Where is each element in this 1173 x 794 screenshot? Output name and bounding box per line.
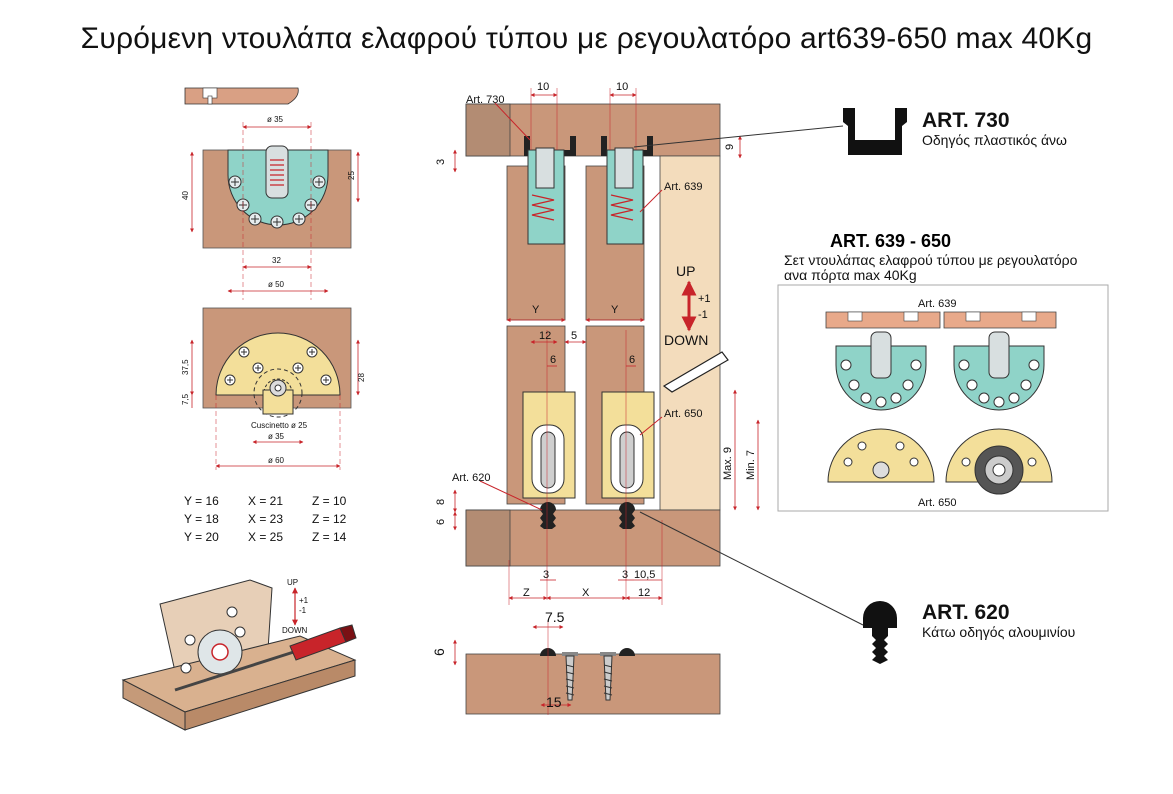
dim-y2: Y: [611, 304, 619, 316]
art620-desc: Κάτω οδηγός αλουμινίου: [922, 624, 1075, 640]
dim-6a: 6: [550, 354, 556, 366]
dim-3b: 3: [622, 569, 628, 581]
table-cell: X = 21: [248, 494, 283, 508]
dim-5: 5: [571, 330, 577, 342]
dim-z: Z: [523, 587, 530, 599]
dim-28: 28: [357, 373, 366, 382]
table-cell: Z = 12: [312, 512, 347, 526]
plus-label: +1: [698, 293, 711, 305]
art639-650-desc1: Σετ ντουλάπας ελαφρού τύπου με ρεγουλατό…: [784, 252, 1078, 268]
adjust-minus-label: -1: [299, 606, 307, 615]
art620-label: ART. 620: [922, 601, 1010, 624]
table-cell: Y = 20: [184, 530, 219, 544]
table-cell: Z = 10: [312, 494, 347, 508]
dim-top-10a: 10: [537, 81, 549, 93]
top-plate-drawing: ø 35 40 25 32 ø 50: [181, 87, 360, 300]
dim-7-5: 7,5: [181, 393, 190, 405]
dim-top-10b: 10: [616, 81, 628, 93]
dim-37-5: 37,5: [181, 359, 190, 375]
art650-tag: Art. 650: [664, 408, 703, 420]
table-cell: Z = 14: [312, 530, 347, 544]
dim-bearing: Cuscinetto ø 25: [251, 421, 308, 430]
dim-x: X: [582, 587, 590, 599]
art639-650-label: ART. 639 - 650: [830, 231, 951, 251]
adjust-up-label: UP: [287, 578, 298, 587]
dim-d60: ø 60: [268, 456, 285, 465]
dim-6d: 6: [431, 648, 447, 656]
art639-650-desc2: ανα πόρτα max 40Kg: [784, 267, 917, 283]
up-label: UP: [676, 263, 695, 279]
art730-tag: Art. 730: [466, 94, 505, 106]
adjust-plus-label: +1: [299, 596, 309, 605]
dim-25: 25: [347, 171, 356, 180]
dim-40: 40: [181, 191, 190, 200]
min7-label: Min. 7: [745, 450, 757, 480]
dim-3a: 3: [543, 569, 549, 581]
dim-y1: Y: [532, 304, 540, 316]
dimension-table: Y = 16 X = 21 Z = 10 Y = 18 X = 23 Z = 1…: [184, 494, 347, 544]
max9-label: Max. 9: [722, 447, 734, 480]
box-art650-tag: Art. 650: [918, 497, 957, 509]
minus-label: -1: [698, 309, 708, 321]
dim-15: 15: [546, 694, 562, 710]
art620-tag: Art. 620: [452, 472, 491, 484]
art730-label: ART. 730: [922, 109, 1010, 132]
dim-10-5: 10,5: [634, 569, 655, 581]
dim-6b: 6: [629, 354, 635, 366]
box-art639-tag: Art. 639: [918, 298, 957, 310]
dim-d35: ø 35: [267, 115, 284, 124]
down-label: DOWN: [664, 332, 708, 348]
dim-32: 32: [272, 256, 281, 265]
page-title: Συρόμενη ντουλάπα ελαφρού τύπου με ρεγου…: [80, 22, 1093, 55]
adjustment-illustration: UP +1 -1 DOWN: [121, 578, 357, 731]
art639-tag: Art. 639: [664, 181, 703, 193]
table-cell: X = 25: [248, 530, 283, 544]
section-drawing: 10 10 Art. 730 Art. 639 Art. 650 Art. 62…: [435, 81, 760, 605]
dim-3: 3: [435, 159, 447, 165]
dim-12: 12: [539, 330, 551, 342]
dim-9: 9: [724, 144, 736, 150]
art730-callout: ART. 730 Οδηγός πλαστικός άνω: [633, 108, 1067, 155]
dim-d35b: ø 35: [268, 432, 285, 441]
bottom-plate-drawing: 37,5 7,5 28 Cuscinetto ø 25 ø 35 ø 60: [181, 307, 366, 470]
table-cell: X = 23: [248, 512, 283, 526]
dim-6c: 6: [435, 519, 447, 525]
profile-drawing: 7.5 6 15: [431, 609, 721, 715]
table-cell: Y = 16: [184, 494, 219, 508]
dim-8: 8: [435, 499, 447, 505]
dim-12b: 12: [638, 587, 650, 599]
adjust-down-label: DOWN: [282, 626, 308, 635]
art639-650-panel: ART. 639 - 650 Σετ ντουλάπας ελαφρού τύπ…: [777, 231, 1109, 512]
table-cell: Y = 18: [184, 512, 219, 526]
art730-desc: Οδηγός πλαστικός άνω: [922, 132, 1067, 148]
dim-d50: ø 50: [268, 280, 285, 289]
art620-callout: ART. 620 Κάτω οδηγός αλουμινίου: [639, 511, 1075, 664]
dim-7-5b: 7.5: [545, 609, 565, 625]
